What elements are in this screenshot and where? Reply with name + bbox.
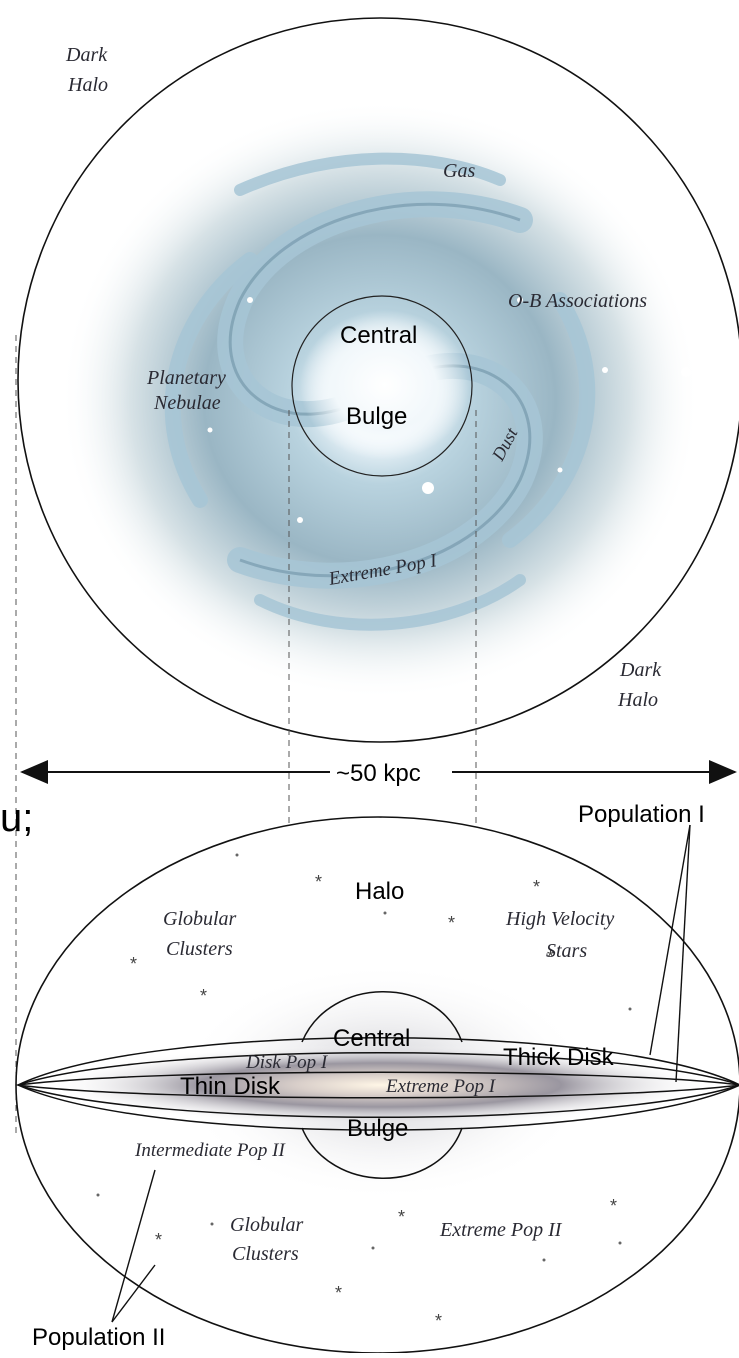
label-globular-bottom-l2: Clusters bbox=[232, 1243, 299, 1265]
label-globular-top-l2: Clusters bbox=[166, 938, 233, 960]
face-on-view: Dark Halo Gas O-B Associations Central B… bbox=[17, 17, 739, 743]
svg-text:*: * bbox=[435, 1311, 442, 1331]
label-population-2: Population II bbox=[32, 1324, 165, 1351]
pointer-pop2-a bbox=[111, 1169, 156, 1323]
label-planetary-l2: Nebulae bbox=[153, 392, 221, 414]
label-edge-central: Central bbox=[333, 1025, 410, 1052]
label-high-velocity-l1: High Velocity bbox=[505, 908, 614, 930]
edge-on-view: * * * * * * * * * * * Population I Halo Globula… bbox=[15, 801, 739, 1354]
label-gas: Gas bbox=[443, 160, 475, 182]
inner-disk-outline bbox=[17, 1071, 739, 1099]
pointer-lines bbox=[111, 824, 691, 1323]
scale-label: ~50 kpc bbox=[336, 760, 421, 787]
disk-outlines bbox=[15, 991, 739, 1179]
pointer-pop2-b bbox=[111, 1264, 156, 1323]
svg-text:*: * bbox=[335, 1283, 342, 1303]
label-thin-disk: Thin Disk bbox=[180, 1073, 281, 1100]
label-face-central: Central bbox=[340, 322, 417, 349]
stray-text-fragment: u; bbox=[0, 796, 34, 840]
halo-dots bbox=[96, 853, 632, 1262]
halo-stars: * * * * * * * * * * * bbox=[130, 872, 617, 1331]
label-disk-pop1: Disk Pop I bbox=[245, 1052, 329, 1073]
bulge-top-arc bbox=[301, 991, 463, 1043]
label-globular-bottom-l1: Globular bbox=[230, 1214, 304, 1236]
svg-text:*: * bbox=[398, 1207, 405, 1227]
label-dark-halo-bottom-l2: Halo bbox=[617, 689, 658, 711]
label-edge-bulge: Bulge bbox=[347, 1115, 408, 1142]
disk-glow bbox=[50, 1045, 710, 1125]
scale-bar: ~50 kpc bbox=[20, 760, 737, 787]
label-extreme-pop2: Extreme Pop II bbox=[439, 1219, 563, 1241]
svg-text:*: * bbox=[315, 872, 322, 892]
svg-text:*: * bbox=[610, 1196, 617, 1216]
pointer-pop1-b bbox=[675, 824, 691, 1083]
central-bulge-circle bbox=[291, 295, 473, 477]
label-dark-halo-top-l1: Dark bbox=[65, 44, 108, 66]
dashed-guide-lines bbox=[15, 335, 477, 1135]
svg-text:*: * bbox=[130, 954, 137, 974]
label-globular-top-l1: Globular bbox=[163, 908, 237, 930]
label-extreme-pop1-edge: Extreme Pop I bbox=[385, 1076, 497, 1097]
label-population-1: Population I bbox=[578, 801, 705, 828]
thin-disk-outline bbox=[15, 1052, 739, 1118]
label-dark-halo-bottom-l1: Dark bbox=[619, 659, 662, 681]
svg-text:*: * bbox=[155, 1230, 162, 1250]
label-halo: Halo bbox=[355, 878, 404, 905]
svg-text:*: * bbox=[448, 913, 455, 933]
label-dark-halo-top-l2: Halo bbox=[67, 74, 108, 96]
svg-text:*: * bbox=[200, 986, 207, 1006]
bright-core bbox=[300, 310, 470, 460]
label-face-bulge: Bulge bbox=[346, 403, 407, 430]
label-high-velocity-l2: Stars bbox=[546, 940, 587, 962]
label-ob-associations: O-B Associations bbox=[508, 290, 647, 312]
label-planetary-l1: Planetary bbox=[146, 367, 226, 389]
star-specks bbox=[207, 297, 691, 523]
label-intermediate-pop2: Intermediate Pop II bbox=[134, 1140, 287, 1161]
thick-disk-outline bbox=[16, 1037, 739, 1131]
svg-text:*: * bbox=[547, 947, 554, 967]
pointer-pop1-a bbox=[649, 824, 691, 1056]
svg-text:*: * bbox=[533, 877, 540, 897]
label-thick-disk: Thick Disk bbox=[503, 1044, 615, 1071]
bulge-bottom-arc bbox=[301, 1127, 463, 1179]
